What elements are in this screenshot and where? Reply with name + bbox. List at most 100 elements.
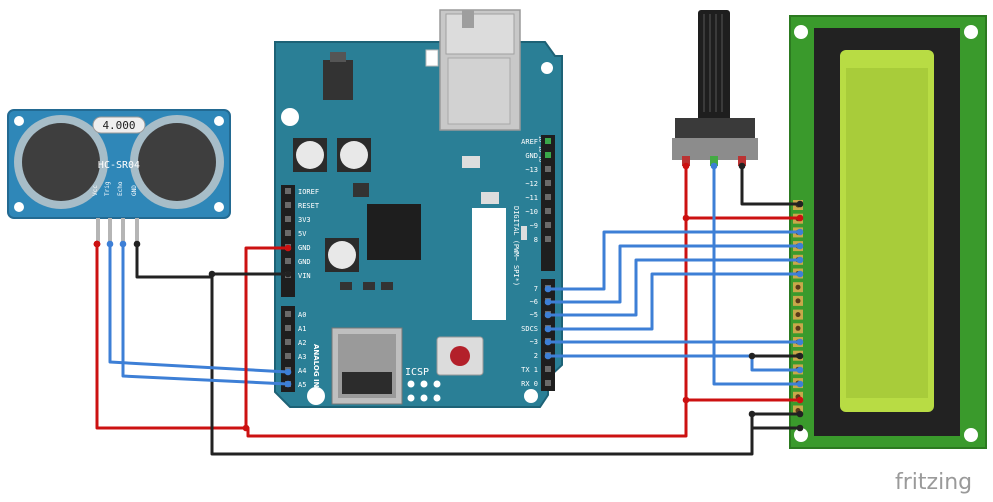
digital-pin-label: 7 (534, 285, 538, 293)
io-label: IO (537, 156, 543, 162)
digital-pin-label: 8 (534, 236, 538, 244)
digital-pin-label: ~13 (525, 166, 538, 174)
digital-header-label: DIGITAL (PWM~ SPI*) (512, 206, 520, 286)
shield-label-block (472, 208, 506, 320)
digital-pin-label: 2 (534, 352, 538, 360)
sensor-pin (135, 218, 139, 244)
capacitors (293, 138, 371, 272)
sensor-pin-label: Echo (117, 181, 124, 196)
analog-in-label: ANALOG IN (312, 344, 320, 388)
digital-pin-label: ~11 (525, 194, 538, 202)
crystal-label: 4.000 (102, 119, 135, 132)
power-pin-socket (285, 216, 291, 222)
digital-pin-label: ~10 (525, 208, 538, 216)
power-pin-socket (285, 188, 291, 194)
analog-pin-socket (285, 339, 291, 345)
potentiometer[interactable] (672, 10, 758, 166)
sensor-pin-label: Trig (104, 181, 111, 196)
power-pin-label: VIN (298, 272, 311, 280)
sensor-pin (108, 218, 112, 244)
power-pin-label: 5V (298, 230, 307, 238)
sensor-model-label: HC-SR04 (98, 160, 140, 171)
digital-pin-label: ~6 (530, 298, 538, 306)
analog-pin-socket (285, 311, 291, 317)
w5100-chip (367, 204, 421, 260)
crystal-oscillator (92, 116, 146, 134)
shield-label: SHIELD (496, 218, 505, 251)
wire (548, 230, 800, 291)
reset-button-cap (450, 346, 470, 366)
power-pin-label: RESET (298, 202, 320, 210)
wire (548, 244, 800, 304)
digital-header-high (541, 135, 555, 271)
digital-header-low (541, 279, 555, 391)
digital-pin-label: ~12 (525, 180, 538, 188)
digital-pin-label: GND (525, 152, 538, 160)
io-label: IO (537, 146, 543, 152)
digital-pin-label: TX 1 (521, 366, 538, 374)
power-pin-label: GND (298, 258, 311, 266)
digital-pin-label: RX 0 (521, 380, 538, 388)
digital-pin-socket (545, 166, 551, 172)
potentiometer-body (675, 118, 755, 140)
power-pin-socket (285, 202, 291, 208)
digital-pin-label: ~3 (530, 338, 538, 346)
digital-pin-label: ~9 (530, 222, 538, 230)
icsp-label: ICSP (405, 367, 429, 378)
potentiometer-knob[interactable] (698, 10, 730, 122)
digital-pin-label: SDCS (521, 325, 538, 333)
digital-pin-socket (545, 180, 551, 186)
analog-pin-label: A0 (298, 311, 306, 319)
lcd-16x2 (789, 15, 987, 449)
hc-sr04-sensor: 4.000 HC-SR04 Vcc Trig Echo GND (7, 109, 231, 244)
analog-pin-socket (285, 325, 291, 331)
analog-pin-label: A5 (298, 381, 306, 389)
analog-pin-socket (285, 353, 291, 359)
sensor-pin-label: GND (131, 185, 138, 196)
wire (712, 166, 800, 386)
analog-header (281, 306, 295, 392)
power-pin-label: 3V3 (298, 216, 311, 224)
wire (108, 244, 289, 374)
power-pin-socket (285, 258, 291, 264)
wire (548, 354, 800, 372)
ethernet-label: ETHERNET (486, 212, 495, 259)
wire (548, 272, 800, 331)
power-pin-socket (285, 230, 291, 236)
digital-pin-socket (545, 208, 551, 214)
digital-pin-label: AREF (521, 138, 538, 146)
digital-pin-label: ~5 (530, 311, 538, 319)
wire (121, 244, 289, 386)
analog-pin-label: A1 (298, 325, 306, 333)
analog-pin-label: A3 (298, 353, 306, 361)
icsp-header: ICSP (405, 367, 441, 402)
wires (93, 162, 804, 456)
analog-pin-label: A2 (298, 339, 306, 347)
sensor-pin (121, 218, 125, 244)
wire (244, 246, 288, 428)
arduino-label: ARDUINO (476, 212, 484, 249)
power-pin-label: IOREF (298, 188, 319, 196)
sensor-pins: Vcc Trig Echo GND (92, 181, 139, 244)
io-label: IO (537, 136, 543, 142)
digital-pin-socket (545, 194, 551, 200)
fritzing-watermark: fritzing (895, 470, 972, 495)
digital-pin-socket (545, 236, 551, 242)
power-header (281, 185, 295, 297)
digital-pin-socket (545, 380, 551, 386)
voltage-regulator (323, 60, 353, 100)
digital-pin-socket (545, 222, 551, 228)
sd-card-slot (331, 327, 403, 405)
ethernet-jack (439, 9, 521, 131)
digital-pin-socket (545, 366, 551, 372)
wire (548, 258, 800, 317)
power-pin-label: GND (298, 244, 311, 252)
wire (750, 414, 800, 430)
analog-pin-label: A4 (298, 367, 306, 375)
sensor-pin-label: Vcc (92, 185, 99, 196)
